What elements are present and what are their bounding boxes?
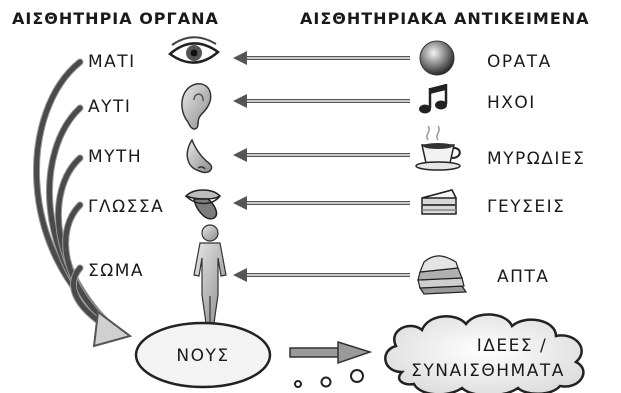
arrow-eye bbox=[233, 51, 410, 65]
organ-label-ear: ΑΥΤΙ bbox=[88, 97, 131, 117]
organ-label-nose: ΜΥΤΗ bbox=[88, 147, 142, 167]
emotions-label: ΣΥΝΑΙΣΘΗΜΑΤΑ bbox=[411, 361, 565, 381]
nose-icon bbox=[187, 140, 211, 172]
organ-label-eye: ΜΑΤΙ bbox=[88, 52, 136, 72]
arrow-tongue bbox=[233, 196, 410, 210]
object-label-sounds: ΗΧΟΙ bbox=[487, 93, 536, 113]
header-objects: ΑΙΣΘΗΤΗΡΙΑΚΑ ΑΝΤΙΚΕΙΜΕΝΑ bbox=[300, 9, 590, 28]
tongue-icon bbox=[186, 190, 220, 219]
ideas-cloud: ΙΔΕΕΣ / ΣΥΝΑΙΣΘΗΜΑΤΑ bbox=[385, 314, 583, 393]
row-body: ΣΩΜΑ ΑΠΤΑ bbox=[88, 225, 549, 323]
arrow-nose bbox=[233, 148, 410, 162]
sphere-icon bbox=[420, 41, 454, 75]
thought-bubbles bbox=[295, 370, 363, 387]
ear-icon bbox=[182, 84, 211, 129]
object-label-tastes: ΓΕΥΣΕΙΣ bbox=[487, 197, 565, 217]
mind-node: ΝΟΥΣ bbox=[136, 323, 270, 387]
row-eye: ΜΑΤΙ ΟΡΑΤΑ bbox=[88, 37, 552, 75]
eye-icon bbox=[170, 37, 218, 62]
mind-to-result-arrow bbox=[290, 342, 370, 363]
ideas-label: ΙΔΕΕΣ / bbox=[477, 336, 548, 356]
organ-label-body: ΣΩΜΑ bbox=[88, 261, 144, 281]
mind-arrow-head bbox=[94, 312, 130, 346]
body-icon bbox=[194, 225, 226, 323]
fabric-stack-icon bbox=[418, 256, 466, 294]
object-label-smells: ΜΥΡΩΔΙΕΣ bbox=[487, 149, 585, 169]
row-tongue: ΓΛΩΣΣΑ ΓΕΥΣΕΙΣ bbox=[88, 190, 565, 219]
organ-label-tongue: ΓΛΩΣΣΑ bbox=[88, 197, 164, 217]
object-label-tangibles: ΑΠΤΑ bbox=[497, 267, 549, 287]
music-note-icon bbox=[419, 84, 447, 114]
header-organs: ΑΙΣΘΗΤΗΡΙΑ ΟΡΓΑΝΑ bbox=[12, 9, 219, 28]
arrow-body bbox=[233, 268, 410, 282]
arrow-ear bbox=[233, 94, 410, 108]
row-ear: ΑΥΤΙ ΗΧΟΙ bbox=[88, 84, 536, 129]
row-nose: ΜΥΤΗ ΜΥΡΩΔΙΕΣ bbox=[88, 126, 585, 172]
mind-label: ΝΟΥΣ bbox=[176, 346, 229, 366]
cake-icon bbox=[422, 190, 456, 214]
coffee-cup-icon bbox=[416, 126, 460, 170]
object-label-visible: ΟΡΑΤΑ bbox=[487, 52, 552, 72]
